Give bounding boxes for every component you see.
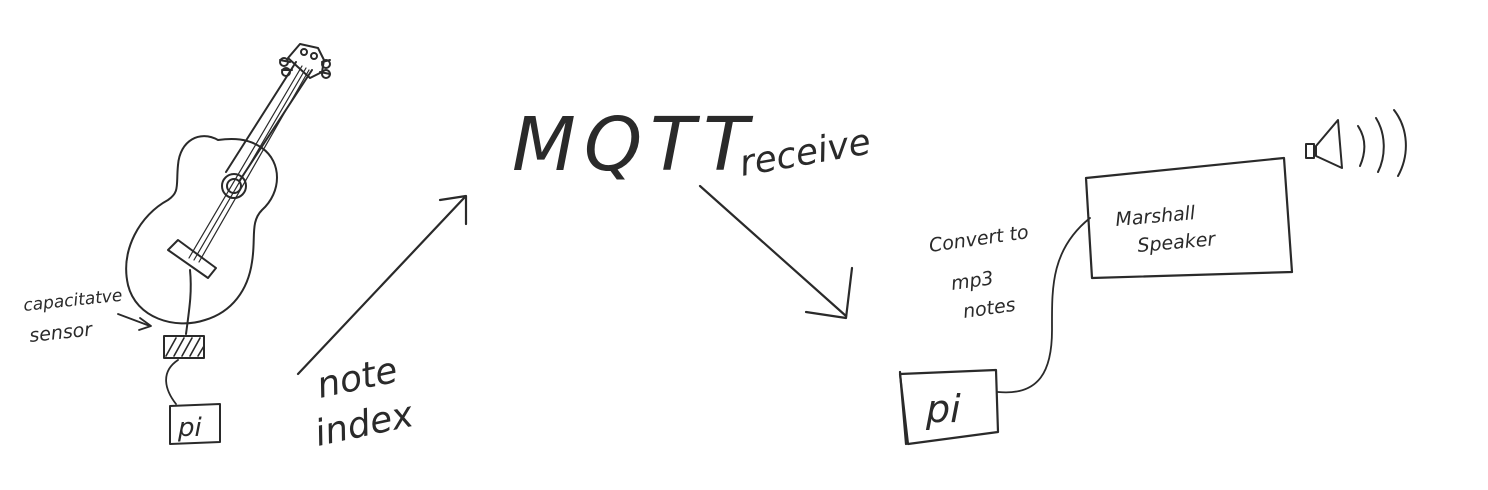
sensor-pointer-arrow: [117, 313, 152, 331]
convert-label-line1: Convert to: [928, 221, 1030, 257]
receive-arrow: [698, 184, 854, 320]
sensor-label-line2: sensor: [28, 318, 94, 347]
pi-label-receiver: pi: [925, 387, 961, 431]
mqtt-label: MQTT: [512, 102, 757, 188]
speaker-label-line2: Speaker: [1137, 228, 1218, 257]
marshall-speaker-box: Marshall Speaker: [1084, 156, 1294, 280]
convert-label-line2: mp3: [950, 267, 995, 295]
speaker-sound-icon: [1305, 109, 1407, 177]
ukulele-guitar-icon: [125, 43, 331, 335]
pi-label-guitar: pi: [177, 413, 203, 443]
pi-box-guitar: pi: [169, 403, 221, 445]
convert-label-line3: notes: [962, 294, 1017, 323]
speaker-label-line1: Marshall: [1115, 202, 1197, 231]
pi-to-speaker-wire: [997, 217, 1091, 394]
sensor-label-line1: capacitatve: [22, 286, 123, 316]
capacitive-sensor: [163, 335, 205, 359]
receive-label: receive: [736, 122, 873, 185]
publish-arrow: [296, 194, 468, 376]
pi-box-receiver: pi: [898, 368, 1000, 446]
sensor-to-pi-wire: [165, 359, 179, 405]
